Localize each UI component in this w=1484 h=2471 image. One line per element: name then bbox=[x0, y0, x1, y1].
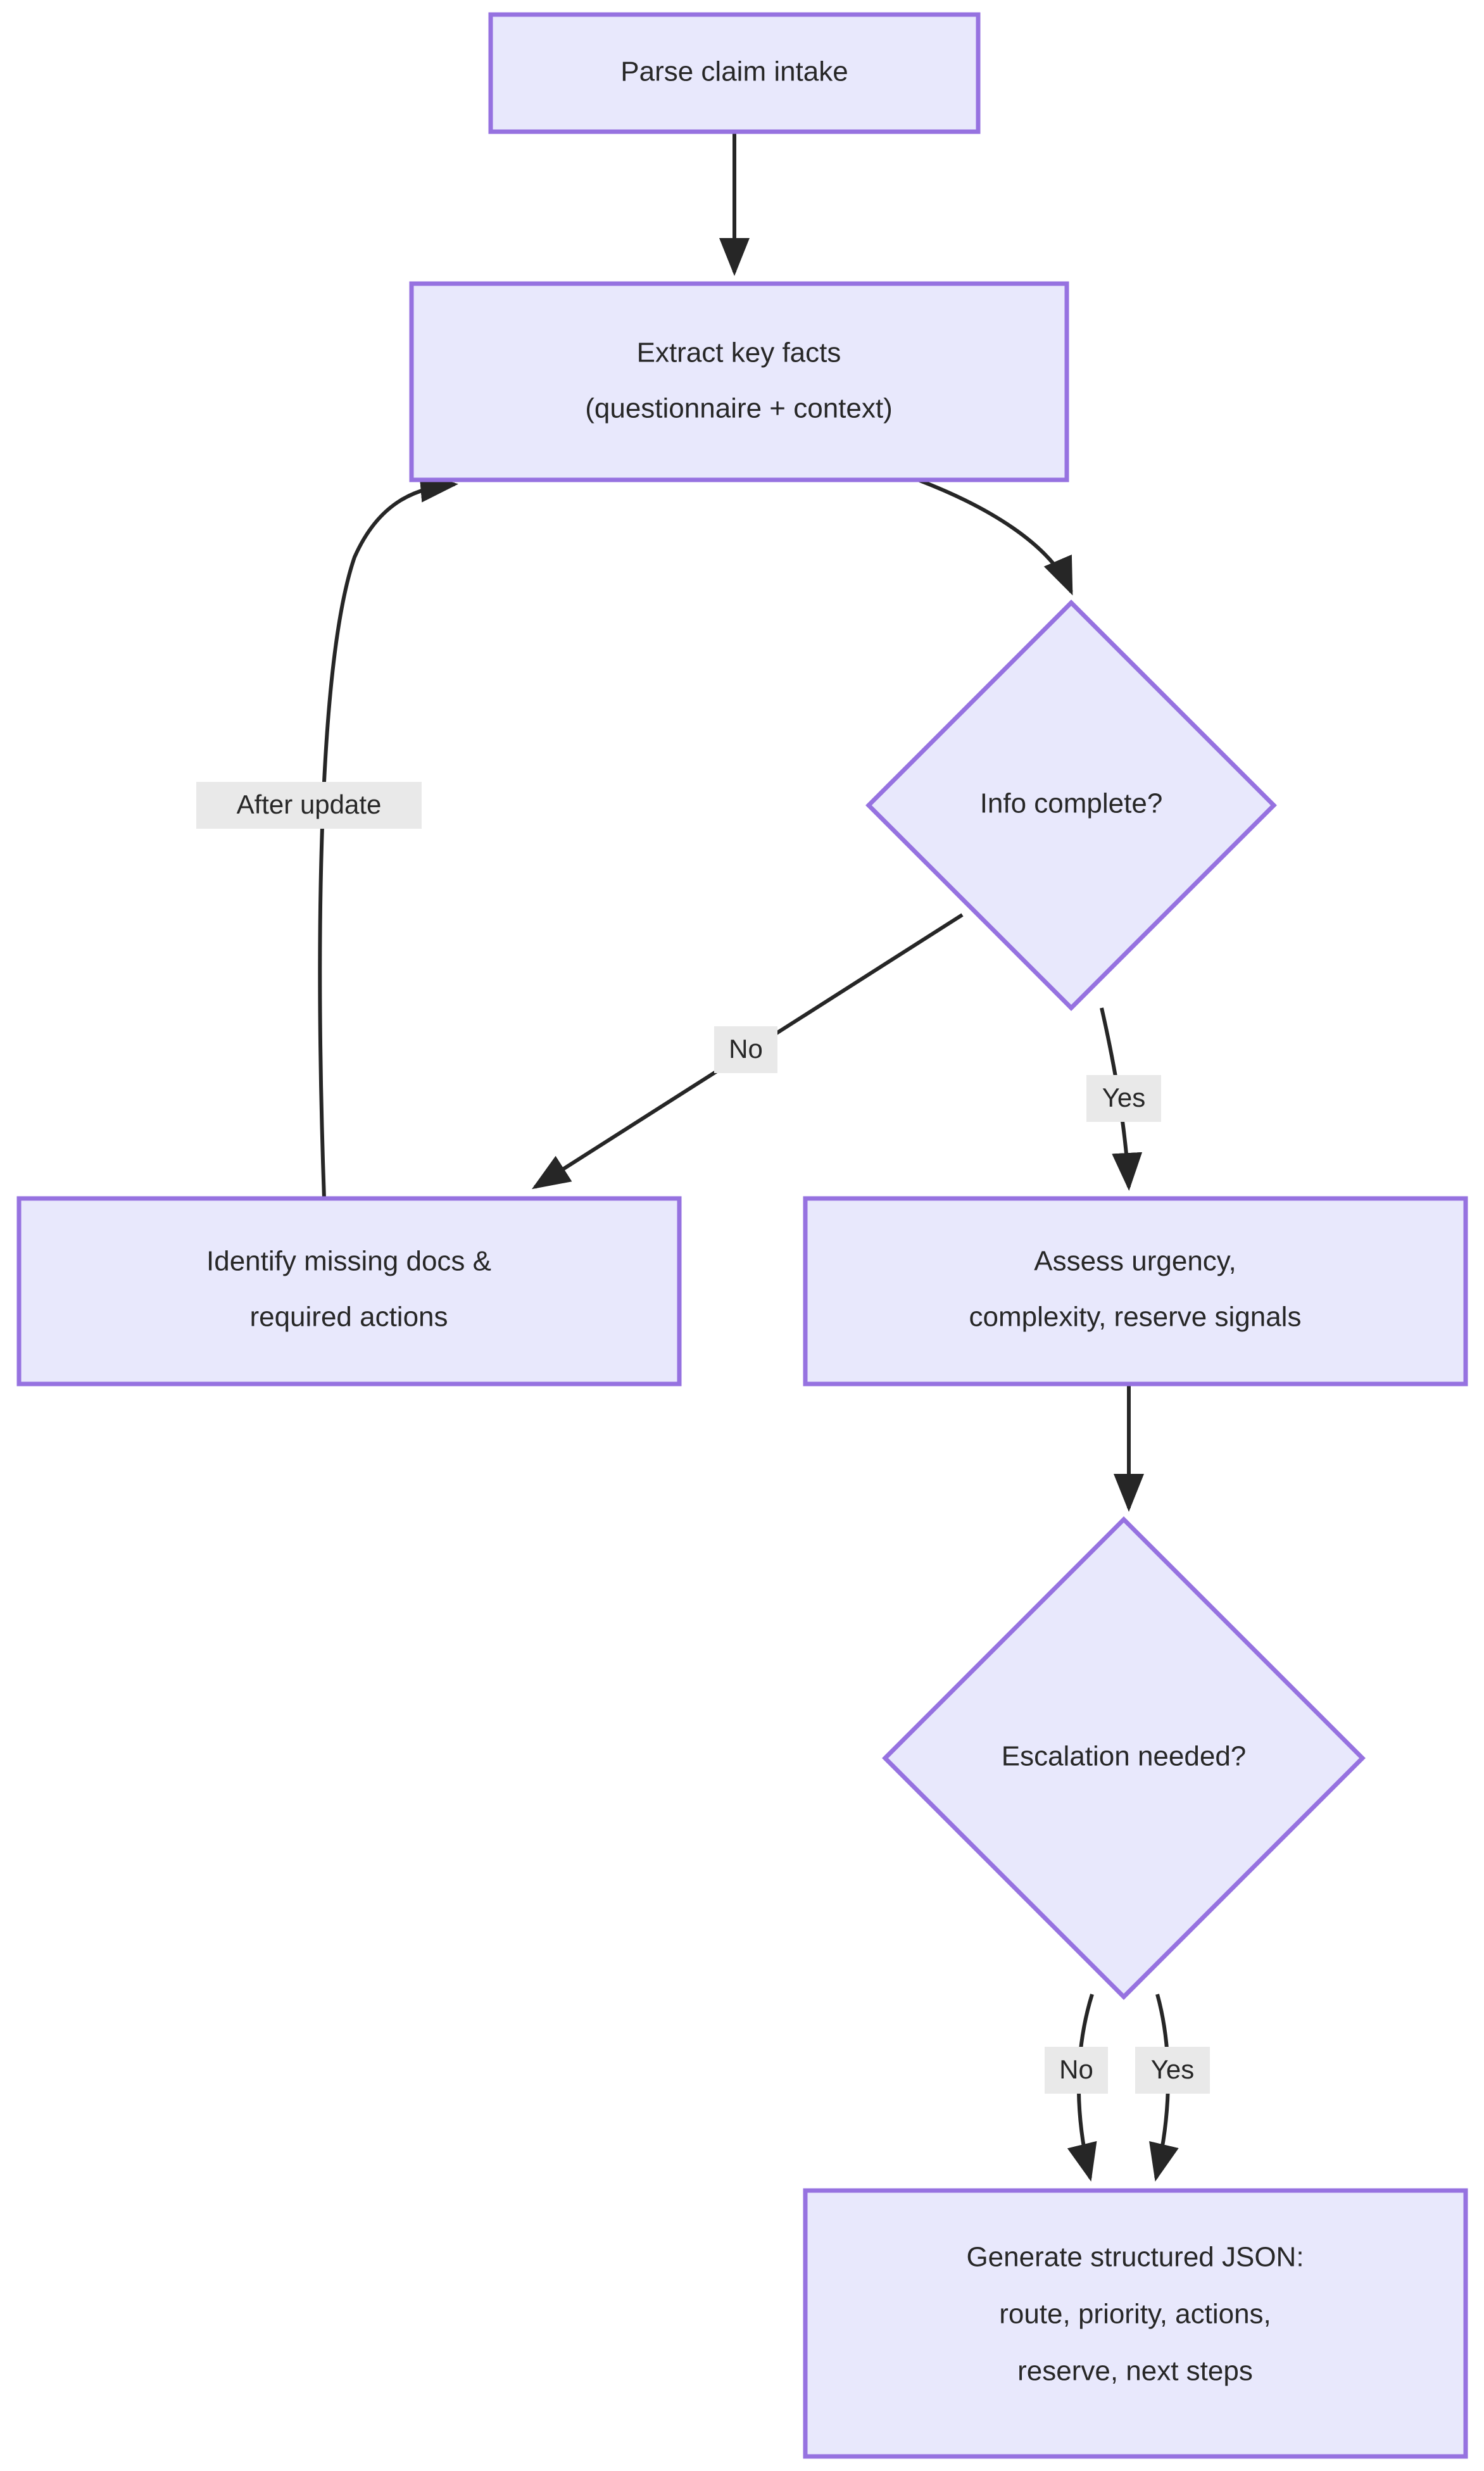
edge-label-yes-info-complete-text: Yes bbox=[1102, 1083, 1146, 1112]
edge-label-layer: After update No Yes No Yes bbox=[196, 782, 1210, 2094]
edge-identify-missing-to-extract bbox=[318, 472, 458, 1199]
node-identify-missing-docs-line-2: required actions bbox=[249, 1302, 448, 1333]
edge-label-after-update: After update bbox=[196, 782, 422, 829]
node-generate-structured-json[interactable]: Generate structured JSON: route, priorit… bbox=[803, 2188, 1468, 2459]
edge-label-yes-escalation: Yes bbox=[1135, 2047, 1210, 2094]
node-escalation-needed-decision[interactable]: Escalation needed? bbox=[882, 1516, 1366, 2000]
edge-label-no-escalation: No bbox=[1045, 2047, 1108, 2094]
node-identify-missing-docs-line-1: Identify missing docs & bbox=[206, 1246, 491, 1277]
edge-extract-to-info-complete bbox=[917, 478, 1073, 596]
edge-label-after-update-text: After update bbox=[237, 789, 382, 819]
node-assess-urgency-line-2: complexity, reserve signals bbox=[969, 1302, 1302, 1333]
edge-label-no-escalation-text: No bbox=[1059, 2054, 1093, 2084]
edge-label-no-info-complete-text: No bbox=[729, 1034, 763, 1064]
node-assess-urgency[interactable]: Assess urgency, complexity, reserve sign… bbox=[803, 1196, 1468, 1386]
node-extract-key-facts-line-1: Extract key facts bbox=[637, 337, 841, 368]
node-parse-claim-intake-line-1: Parse claim intake bbox=[620, 56, 848, 87]
edge-label-no-info-complete: No bbox=[714, 1026, 777, 1073]
node-generate-structured-json-line-3: reserve, next steps bbox=[1017, 2356, 1253, 2387]
node-generate-structured-json-line-1: Generate structured JSON: bbox=[966, 2242, 1304, 2273]
node-info-complete-label: Info complete? bbox=[980, 788, 1163, 819]
node-info-complete-decision[interactable]: Info complete? bbox=[865, 600, 1277, 1011]
node-extract-key-facts[interactable]: Extract key facts (questionnaire + conte… bbox=[409, 281, 1069, 482]
node-parse-claim-intake[interactable]: Parse claim intake bbox=[488, 12, 981, 134]
node-escalation-needed-label: Escalation needed? bbox=[1002, 1741, 1247, 1772]
node-identify-missing-docs[interactable]: Identify missing docs & required actions bbox=[16, 1196, 682, 1386]
edge-label-yes-escalation-text: Yes bbox=[1151, 2054, 1195, 2084]
node-assess-urgency-line-1: Assess urgency, bbox=[1034, 1246, 1236, 1277]
node-generate-structured-json-line-2: route, priority, actions, bbox=[999, 2299, 1271, 2330]
node-extract-key-facts-line-2: (questionnaire + context) bbox=[585, 393, 893, 424]
edge-label-yes-info-complete: Yes bbox=[1086, 1075, 1161, 1122]
node-layer: Parse claim intake Extract key facts (qu… bbox=[16, 12, 1468, 2459]
